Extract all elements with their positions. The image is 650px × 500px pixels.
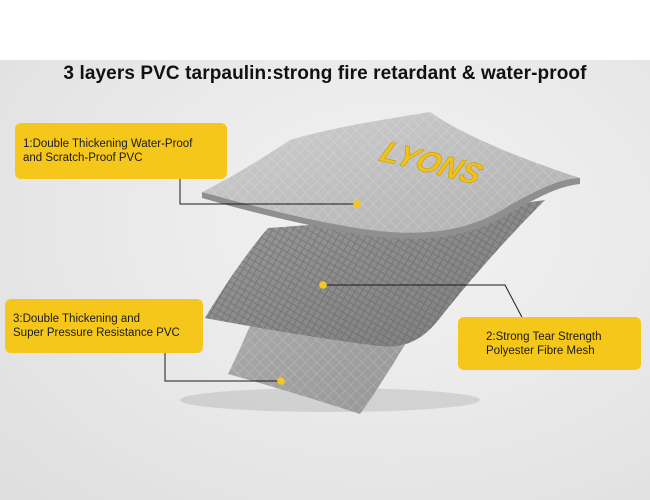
top-layer-texture xyxy=(202,112,580,233)
callout-layer-1-line-1: 1:Double Thickening Water-Proof xyxy=(23,138,193,150)
callout-layer-1-line-2: and Scratch-Proof PVC xyxy=(23,152,143,164)
leader-line-layer-1 xyxy=(179,179,357,205)
callout-layer-3-line-1: 3:Double Thickening and xyxy=(13,313,141,325)
header-band xyxy=(0,0,650,60)
callout-layer-1: 1:Double Thickening Water-Proof and Scra… xyxy=(15,123,227,179)
diagram-title: 3 layers PVC tarpaulin:strong fire retar… xyxy=(63,63,587,84)
callout-layer-3-line-2: Super Pressure Resistance PVC xyxy=(13,327,180,339)
marker-layer-2 xyxy=(319,281,327,289)
callout-layer-3: 3:Double Thickening and Super Pressure R… xyxy=(5,299,203,353)
leader-line-layer-3 xyxy=(164,353,281,382)
callout-layer-2-line-2: Polyester Fibre Mesh xyxy=(486,344,595,357)
marker-layer-3 xyxy=(277,377,285,385)
mesh-layer-texture xyxy=(205,200,545,347)
marker-layer-1 xyxy=(353,200,361,208)
callout-layer-2: 2:Strong Tear Strength Polyester Fibre M… xyxy=(458,317,641,370)
callout-layer-2-line-1: 2:Strong Tear Strength xyxy=(486,330,602,343)
top-layer-edge xyxy=(202,178,580,239)
